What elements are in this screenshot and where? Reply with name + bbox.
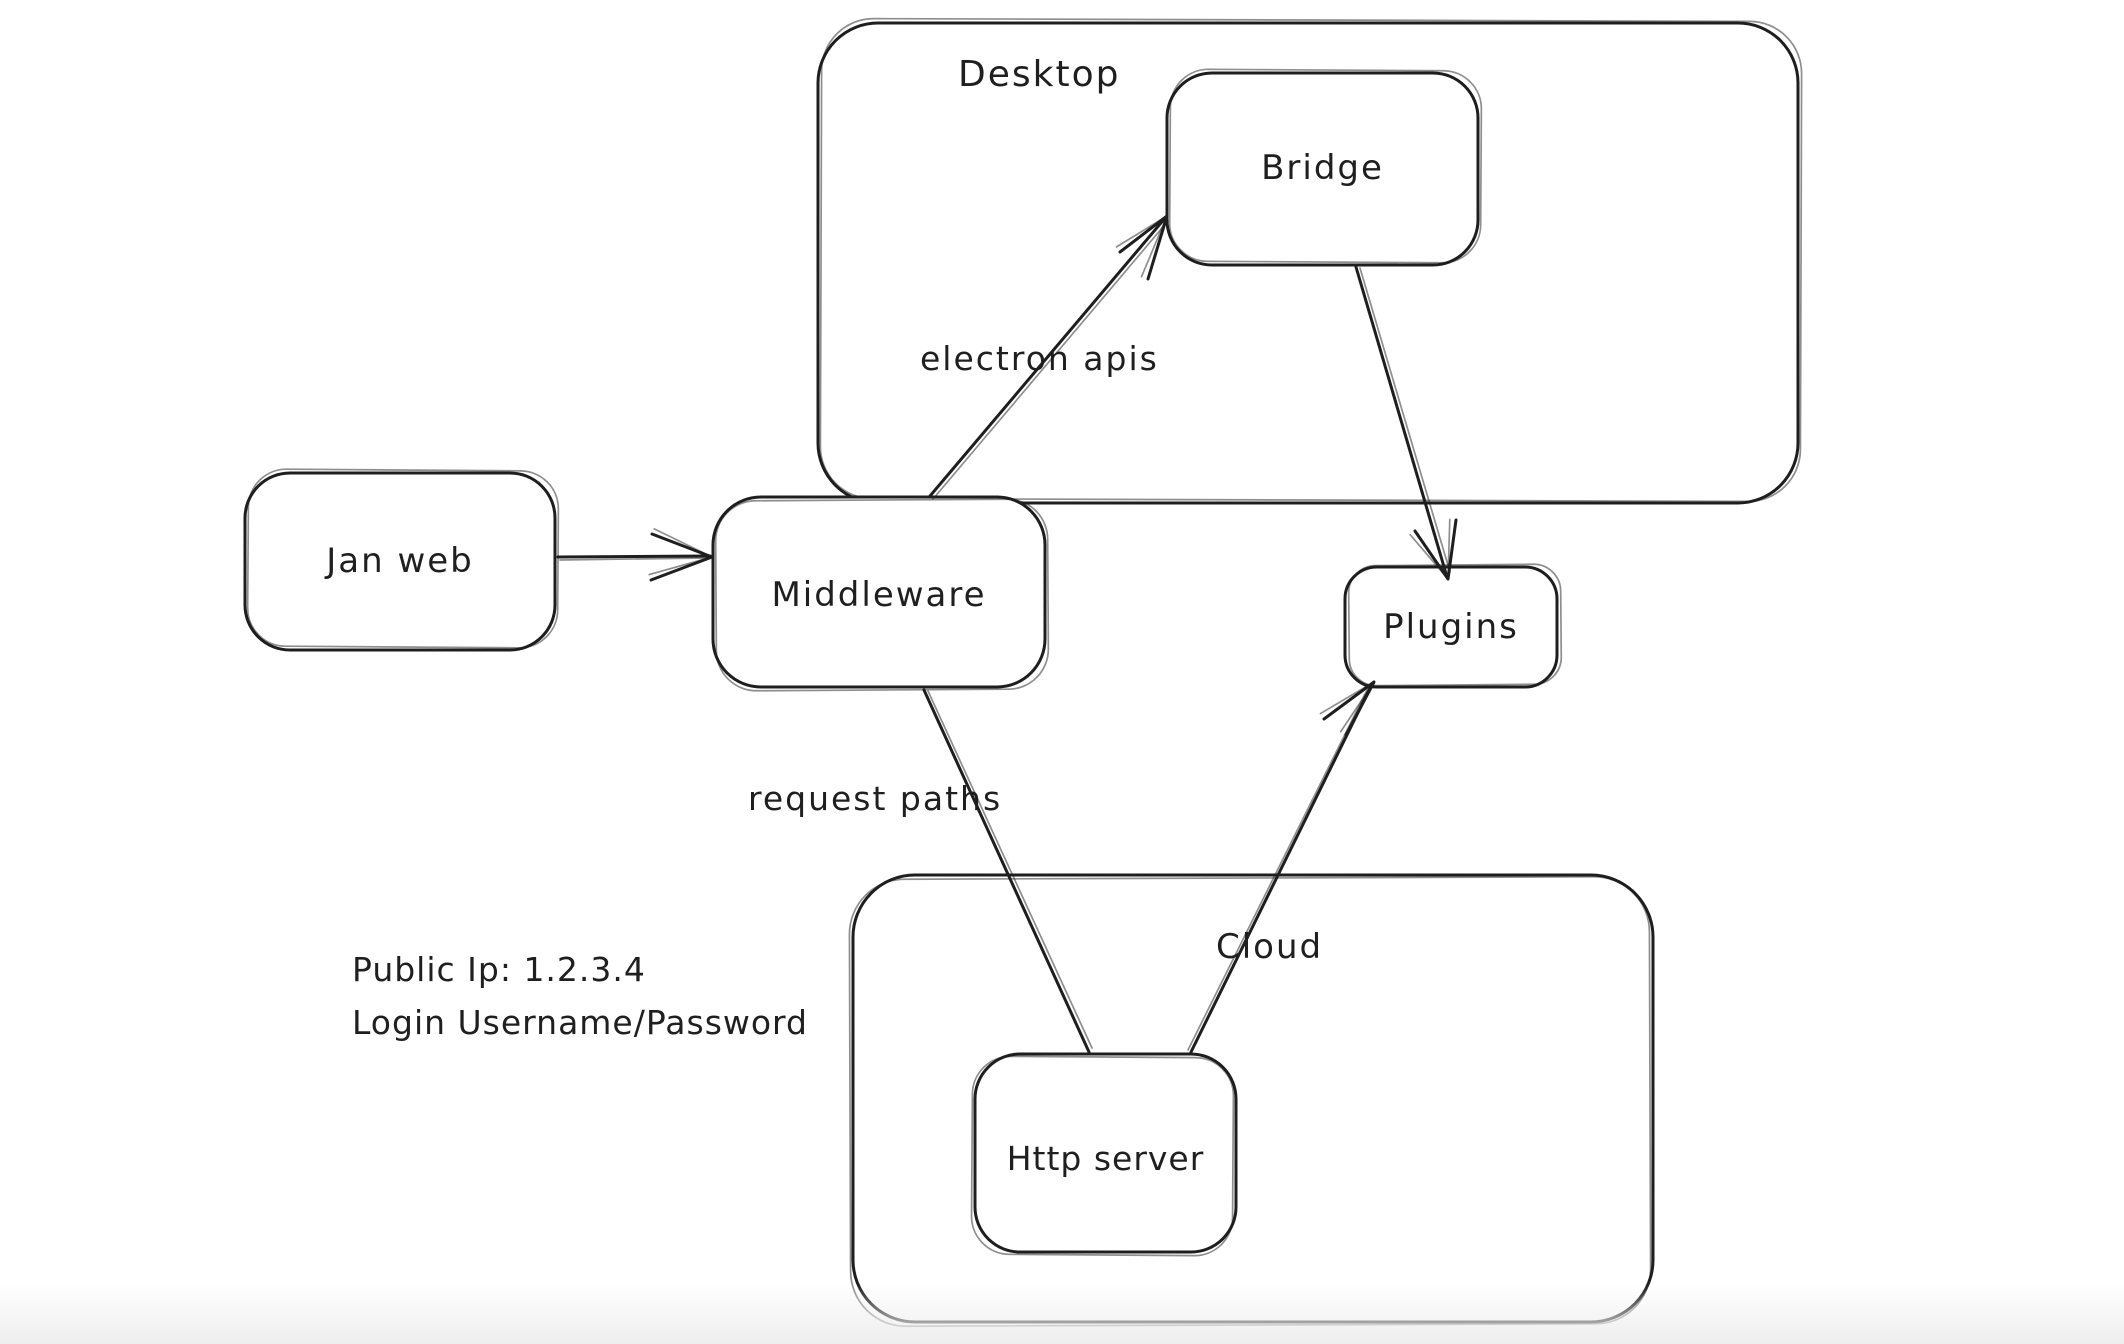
edge-middleware-to-http-server[interactable] [922,688,1093,1054]
edge-jan-web-to-middleware-shaft [556,554,712,559]
edge-middleware-to-http-server-shaft [922,688,1091,1054]
plugins-box-outline-sketch [1347,563,1563,687]
node-http-server-box[interactable] [970,1052,1238,1257]
node-bridge-box[interactable] [1165,68,1483,267]
cloud-container-label[interactable]: Cloud [1216,927,1324,967]
edge-bridge-to-plugins-shaft-sketch [1359,267,1451,573]
edge-jan-web-to-middleware[interactable] [556,528,714,582]
edge-middleware-to-http-server-shaft-sketch [927,690,1093,1049]
edge-bridge-to-plugins-arrowhead-sketch [1409,518,1451,580]
login-note[interactable]: Login Username/Password [352,1003,808,1042]
edge-jan-web-to-middleware-shaft-sketch [559,557,707,561]
http-server-box-outline [973,1052,1238,1254]
edge-http-server-to-plugins[interactable] [1187,677,1376,1054]
bridge-label[interactable]: Bridge [1261,148,1384,188]
electron-apis-edge-label[interactable]: electron apis [920,339,1159,378]
edge-middleware-to-bridge-arrowhead-sketch [1115,215,1168,278]
desktop-box-outline [816,21,1800,505]
edge-middleware-to-bridge[interactable] [928,211,1169,500]
public-ip-note[interactable]: Public Ip: 1.2.3.4 [352,950,646,989]
edge-middleware-to-bridge-shaft-sketch [932,220,1169,500]
node-middleware-box[interactable] [711,495,1050,692]
bridge-box-outline [1165,71,1480,267]
middleware-box-outline [711,495,1047,689]
jan-web-box-outline-sketch [246,468,560,649]
middleware-box-outline-sketch [714,498,1050,692]
jan-web-box-outline [243,471,557,652]
bridge-box-outline-sketch [1168,68,1483,264]
edge-bridge-to-plugins[interactable] [1354,265,1458,582]
edge-jan-web-to-middleware-arrowhead-sketch [648,528,713,576]
plugins-label[interactable]: Plugins [1383,607,1519,647]
edge-http-server-to-plugins-shaft-sketch [1187,685,1370,1051]
desktop-container-label[interactable]: Desktop [958,54,1121,95]
container-desktop-box[interactable] [816,17,1803,505]
request-paths-edge-label[interactable]: request paths [748,779,1003,818]
edge-middleware-to-bridge-shaft [928,215,1168,498]
http-server-box-outline-sketch [970,1055,1235,1257]
edge-http-server-to-plugins-shaft [1189,682,1374,1054]
edge-http-server-to-plugins-arrowhead-sketch [1319,681,1375,733]
edge-bridge-to-plugins-shaft [1354,265,1449,579]
http-server-label[interactable]: Http server [1006,1139,1205,1178]
node-jan-web-box[interactable] [243,468,560,652]
node-plugins-box[interactable] [1343,563,1563,689]
jan-web-label[interactable]: Jan web [326,541,474,581]
desktop-box-outline-sketch [819,17,1803,503]
middleware-label[interactable]: Middleware [771,575,987,615]
